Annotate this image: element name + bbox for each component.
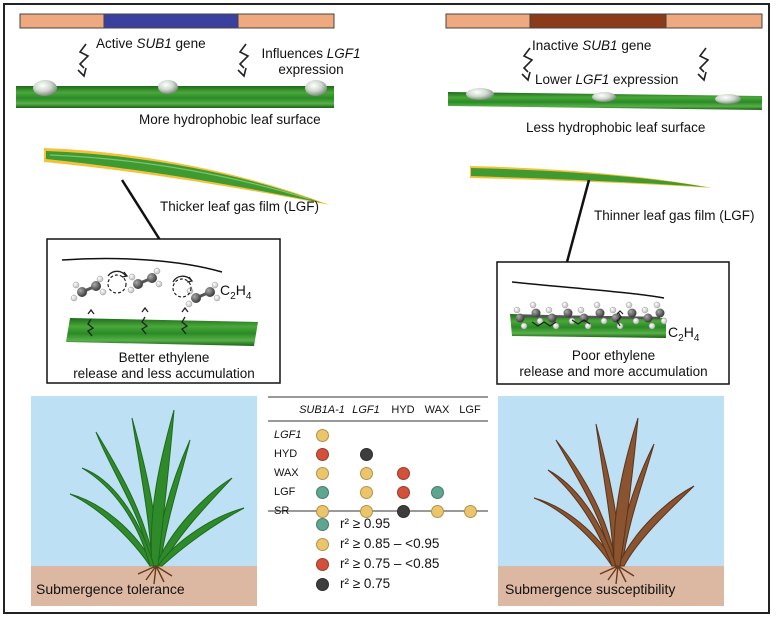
- legend-label: r² ≥ 0.75: [340, 576, 391, 591]
- correlation-dot: [359, 505, 373, 518]
- table-column-header: LGF1: [352, 404, 380, 416]
- inset-box-left: [46, 238, 281, 384]
- signal-arrows: [77, 43, 710, 82]
- leaf-film-left: [44, 148, 330, 205]
- left-influence-label: Influences LGF1 expression: [261, 46, 361, 77]
- correlation-dot: [396, 486, 410, 499]
- table-column-header: LGF: [459, 404, 481, 416]
- right-gene-label: Inactive SUB1 gene: [532, 38, 652, 53]
- leaf-surface-left: [16, 80, 334, 108]
- correlation-dot: [315, 467, 329, 480]
- tolerance-label: Submergence tolerance: [36, 581, 185, 597]
- legend-label: r² ≥ 0.75 – <0.85: [340, 556, 440, 571]
- table-row-label: SR: [274, 505, 290, 517]
- table-row-label: LGF: [274, 486, 296, 498]
- figure-border: [3, 3, 770, 614]
- susceptible-plant-panel: [498, 396, 724, 606]
- legend-dot: [316, 578, 329, 591]
- correlation-dot: [315, 429, 329, 442]
- connector-right: [565, 179, 591, 263]
- table-column-header: WAX: [424, 404, 450, 416]
- correlation-dot: [463, 505, 477, 518]
- susceptibility-label: Submergence susceptibility: [505, 581, 676, 597]
- left-ethylene-label: Better ethylene release and less accumul…: [73, 350, 255, 381]
- correlation-dot: [359, 448, 373, 461]
- inset-left-art: [61, 257, 258, 346]
- correlation-dot: [430, 505, 444, 518]
- left-gene-label: Active SUB1 gene: [96, 36, 206, 51]
- left-surface-label: More hydrophobic leaf surface: [139, 112, 321, 127]
- ethylene-formula-left: C2H4: [220, 282, 252, 302]
- legend-dot: [316, 538, 329, 551]
- table-row-label: HYD: [274, 448, 298, 460]
- right-influence-label: Lower LGF1 expression: [535, 72, 679, 87]
- table-column-header: SUB1A-1: [299, 404, 345, 416]
- inactive-gene-bar: [445, 13, 763, 29]
- correlation-dot: [430, 486, 444, 499]
- right-film-label: Thinner leaf gas film (LGF): [594, 208, 755, 223]
- correlation-dot: [315, 486, 329, 499]
- legend-label: r² ≥ 0.95: [340, 516, 391, 531]
- correlation-dot: [359, 486, 373, 499]
- ethylene-formula-right: C2H4: [668, 324, 700, 344]
- table-column-header: HYD: [391, 404, 415, 416]
- table-row-label: LGF1: [274, 429, 302, 441]
- legend-dot: [316, 558, 329, 571]
- connector-left: [120, 179, 162, 241]
- left-film-label: Thicker leaf gas film (LGF): [160, 199, 320, 214]
- inset-right-art: [510, 281, 668, 338]
- legend-dot: [316, 518, 329, 531]
- right-ethylene-label: Poor ethylene release and more accumulat…: [519, 348, 708, 379]
- correlation-dot: [359, 467, 373, 480]
- right-surface-label: Less hydrophobic leaf surface: [526, 120, 706, 135]
- leaf-film-right: [470, 166, 712, 188]
- legend-label: r² ≥ 0.85 – <0.95: [340, 536, 440, 551]
- leaf-surface-right: [448, 88, 762, 110]
- correlation-dot: [396, 467, 410, 480]
- correlation-dot: [315, 448, 329, 461]
- correlation-dot: [315, 505, 329, 518]
- correlation-dot: [396, 505, 410, 518]
- active-gene-bar: [19, 13, 335, 29]
- table-row-label: WAX: [274, 467, 299, 479]
- tolerant-plant-panel: [31, 396, 257, 606]
